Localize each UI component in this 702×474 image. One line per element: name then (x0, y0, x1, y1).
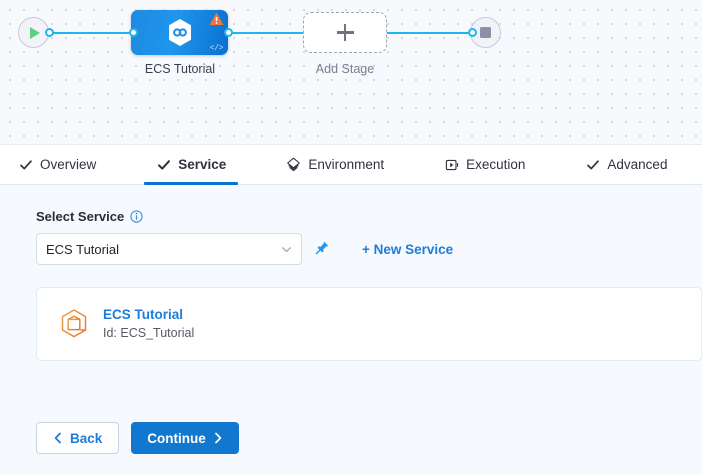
select-service-label-row: Select Service (36, 209, 702, 224)
tab-execution-label: Execution (466, 157, 526, 172)
new-service-button[interactable]: + New Service (362, 241, 454, 257)
service-card-title: ECS Tutorial (103, 307, 184, 323)
connector-dot-stage-out[interactable] (224, 28, 233, 37)
service-card-id: Id: ECS_Tutorial (103, 325, 195, 340)
stop-icon (480, 27, 491, 38)
check-icon (156, 157, 171, 172)
pipeline-canvas[interactable]: </> ECS Tutorial Add Stage (0, 0, 702, 145)
back-button-label: Back (70, 430, 103, 446)
continue-button[interactable]: Continue (131, 422, 239, 454)
layers-diamond-icon (286, 157, 301, 172)
tab-environment[interactable]: Environment (286, 145, 400, 184)
connector-line-stage-to-add (228, 32, 303, 34)
service-select[interactable]: ECS Tutorial (36, 233, 302, 265)
code-brackets-icon: </> (209, 44, 224, 53)
add-stage-button[interactable] (303, 12, 387, 53)
chevron-right-icon (213, 432, 223, 444)
pin-icon (315, 240, 330, 258)
tab-service[interactable]: Service (144, 145, 242, 185)
tab-service-label: Service (178, 157, 227, 172)
tab-execution[interactable]: Execution (444, 145, 541, 184)
service-card-text: ECS Tutorial Id: ECS_Tutorial (103, 306, 194, 341)
wizard-footer-buttons: Back Continue (36, 422, 239, 454)
select-service-row: ECS Tutorial + New Service (36, 233, 702, 265)
harness-hexagon-icon (167, 18, 193, 47)
tab-advanced[interactable]: Advanced (585, 145, 683, 184)
connector-dot-end-in[interactable] (468, 28, 477, 37)
stage-tab-bar: Overview Service Environment (0, 145, 702, 185)
connector-line-add-to-end (387, 32, 472, 34)
chevron-left-icon (53, 432, 63, 444)
select-service-label: Select Service (36, 209, 125, 224)
check-icon (18, 157, 33, 172)
pipeline-start-node[interactable] (18, 17, 49, 48)
service-card[interactable]: ECS Tutorial Id: ECS_Tutorial (36, 287, 702, 361)
check-icon (585, 157, 600, 172)
info-icon[interactable] (130, 210, 143, 223)
tab-overview[interactable]: Overview (18, 145, 112, 184)
play-icon (30, 26, 40, 39)
tab-environment-label: Environment (308, 157, 385, 172)
connector-dot-start-out[interactable] (45, 28, 54, 37)
add-stage-label: Add Stage (315, 62, 375, 76)
chevron-down-icon[interactable] (281, 244, 292, 255)
cube-hexagon-icon (59, 308, 89, 340)
connector-line-start-to-stage (42, 32, 134, 34)
tab-overview-label: Overview (40, 157, 97, 172)
stage-node-ecs-tutorial[interactable]: </> (131, 10, 228, 55)
service-config-panel: Select Service ECS Tutorial + New S (0, 185, 702, 474)
back-button[interactable]: Back (36, 422, 120, 454)
stage-node-label: ECS Tutorial (144, 62, 216, 76)
pin-button[interactable] (308, 233, 336, 265)
service-select-value: ECS Tutorial (46, 241, 119, 257)
tab-advanced-label: Advanced (607, 157, 668, 172)
continue-button-label: Continue (147, 430, 206, 446)
connector-dot-stage-in[interactable] (129, 28, 138, 37)
plus-icon (336, 24, 354, 41)
warning-triangle-icon (209, 12, 224, 26)
play-box-icon (444, 157, 459, 172)
